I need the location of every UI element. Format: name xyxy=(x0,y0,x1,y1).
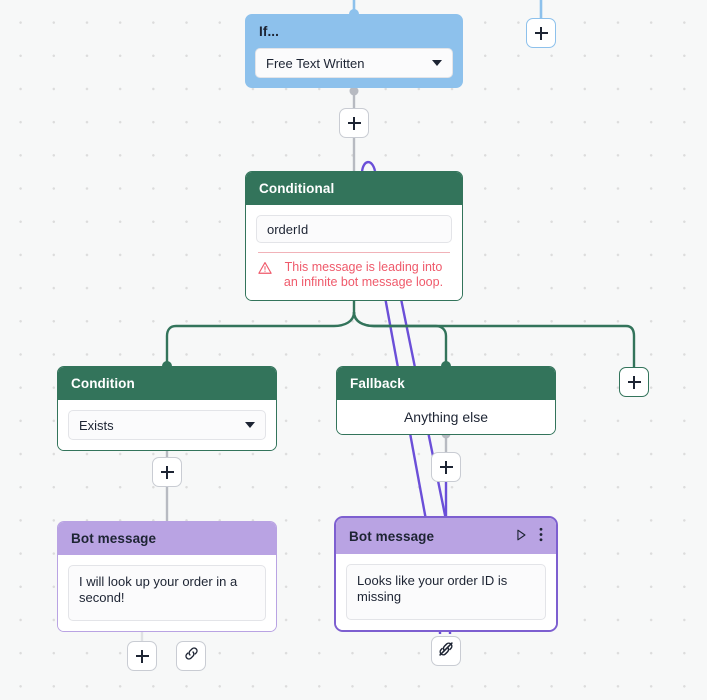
node-bot-message-left-header: Bot message xyxy=(58,522,276,555)
more-vertical-icon[interactable] xyxy=(539,527,543,545)
node-bot-message-left-body: I will look up your order in a second! xyxy=(58,555,276,631)
node-condition-title: Condition xyxy=(71,376,135,391)
add-node-bottom-left-button[interactable] xyxy=(127,641,157,671)
plus-icon xyxy=(160,465,174,479)
node-if-body: Free Text Written xyxy=(246,48,462,87)
conditional-variable-value: orderId xyxy=(267,221,309,237)
node-condition-body: Exists xyxy=(58,400,276,450)
warning-triangle-icon xyxy=(258,261,272,280)
node-fallback-header: Fallback xyxy=(337,367,555,400)
node-bot-message-right-actions xyxy=(514,527,543,545)
node-bot-message-right[interactable]: Bot message Looks like your order ID i xyxy=(334,516,558,632)
chevron-down-icon xyxy=(245,422,255,428)
link-icon xyxy=(183,645,200,667)
node-fallback[interactable]: Fallback Anything else xyxy=(336,366,556,435)
node-bot-message-left[interactable]: Bot message I will look up your order in… xyxy=(57,521,277,632)
node-bot-message-right-title: Bot message xyxy=(349,528,435,544)
fallback-value: Anything else xyxy=(403,409,489,425)
node-condition[interactable]: Condition Exists xyxy=(57,366,277,451)
plus-icon xyxy=(439,460,453,474)
plus-icon xyxy=(347,116,361,130)
conditional-warning: This message is leading into an infinite… xyxy=(258,252,450,290)
plus-icon xyxy=(135,649,149,663)
edge-to-fallback xyxy=(352,311,448,365)
edge-to-condition xyxy=(165,311,356,365)
conditional-warning-text: This message is leading into an infinite… xyxy=(283,260,444,289)
add-node-under-fallback-button[interactable] xyxy=(431,452,461,482)
node-condition-header: Condition xyxy=(58,367,276,400)
node-conditional[interactable]: Conditional orderId This message is lead… xyxy=(245,171,463,301)
node-if-header: If... xyxy=(246,15,462,48)
node-fallback-title: Fallback xyxy=(350,376,405,391)
chevron-down-icon xyxy=(432,60,442,66)
add-node-right-branch-button[interactable] xyxy=(619,367,649,397)
unlink-button[interactable] xyxy=(431,636,461,666)
conditional-variable-input[interactable]: orderId xyxy=(256,215,452,243)
plus-icon xyxy=(627,375,641,389)
plus-icon xyxy=(534,26,548,40)
node-conditional-body: orderId This message is leading into an … xyxy=(246,205,462,300)
if-condition-select[interactable]: Free Text Written xyxy=(255,48,453,78)
condition-operator-value: Exists xyxy=(79,417,114,433)
play-icon[interactable] xyxy=(514,528,528,545)
if-condition-select-value: Free Text Written xyxy=(266,55,365,71)
add-node-top-right-button[interactable] xyxy=(526,18,556,48)
add-node-under-if-button[interactable] xyxy=(339,108,369,138)
node-if-title: If... xyxy=(259,24,279,39)
bot-message-left-text[interactable]: I will look up your order in a second! xyxy=(68,565,266,621)
node-bot-message-left-title: Bot message xyxy=(71,531,157,546)
link-button[interactable] xyxy=(176,641,206,671)
node-bot-message-right-body: Looks like your order ID is missing xyxy=(336,554,556,630)
add-node-under-condition-button[interactable] xyxy=(152,457,182,487)
condition-operator-select[interactable]: Exists xyxy=(68,410,266,440)
node-fallback-body: Anything else xyxy=(337,400,555,434)
node-conditional-title: Conditional xyxy=(259,181,335,196)
bot-message-right-text[interactable]: Looks like your order ID is missing xyxy=(346,564,546,620)
edge-to-add-right xyxy=(352,311,636,367)
node-if[interactable]: If... Free Text Written xyxy=(245,14,463,88)
unlink-icon xyxy=(437,640,455,663)
node-conditional-header: Conditional xyxy=(246,172,462,205)
node-bot-message-right-header: Bot message xyxy=(336,518,556,554)
